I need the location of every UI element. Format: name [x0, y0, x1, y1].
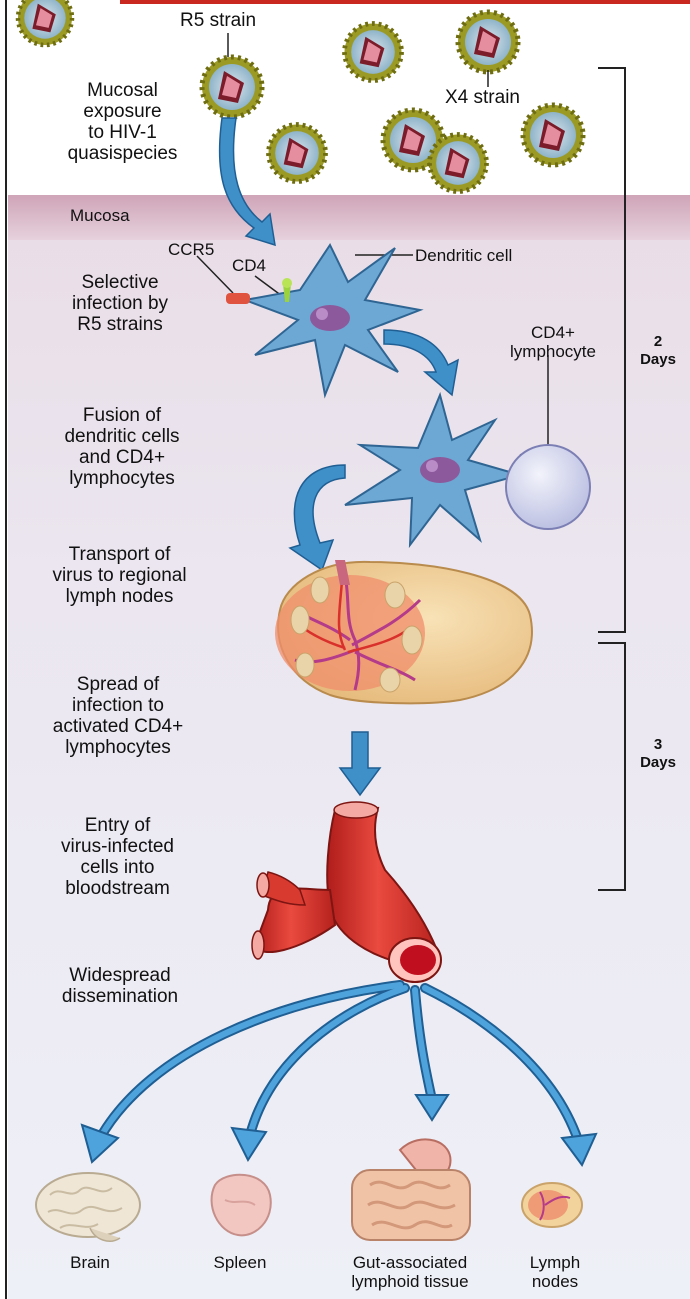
step-entry: Entry of virus-infected cells into blood… [25, 815, 210, 899]
lymph-nodes-illustration [522, 1183, 582, 1227]
step-transport: Transport of virus to regional lymph nod… [12, 544, 227, 607]
step-spread: Spread of infection to activated CD4+ ly… [18, 674, 218, 758]
brain-label: Brain [60, 1253, 120, 1272]
step-dissemination: Widespread dissemination [20, 965, 220, 1007]
galt-label: Gut-associated lymphoid tissue [330, 1253, 490, 1291]
spleen-label: Spleen [195, 1253, 285, 1272]
cd4-lymphocyte [506, 445, 590, 529]
step-selective-infection: Selective infection by R5 strains [45, 272, 195, 335]
lymph-nodes-label: Lymph nodes [520, 1253, 590, 1291]
mucosa-label: Mucosa [70, 205, 130, 226]
ccr5-label: CCR5 [168, 240, 214, 259]
step-mucosal-exposure: Mucosal exposure to HIV-1 quasispecies [40, 80, 205, 164]
cd4-label: CD4 [232, 256, 266, 275]
timeline-2-days: 2 Days [630, 333, 686, 369]
x4-strain-label: X4 strain [445, 87, 520, 108]
timeline-3-days: 3 Days [630, 736, 686, 772]
dendritic-cell-label: Dendritic cell [415, 246, 512, 265]
step-fusion: Fusion of dendritic cells and CD4+ lymph… [22, 405, 222, 489]
header-bar [120, 0, 690, 4]
r5-strain-label: R5 strain [180, 10, 256, 31]
cd4-lymphocyte-label: CD4+ lymphocyte [510, 323, 596, 361]
lymph-node [275, 560, 532, 703]
